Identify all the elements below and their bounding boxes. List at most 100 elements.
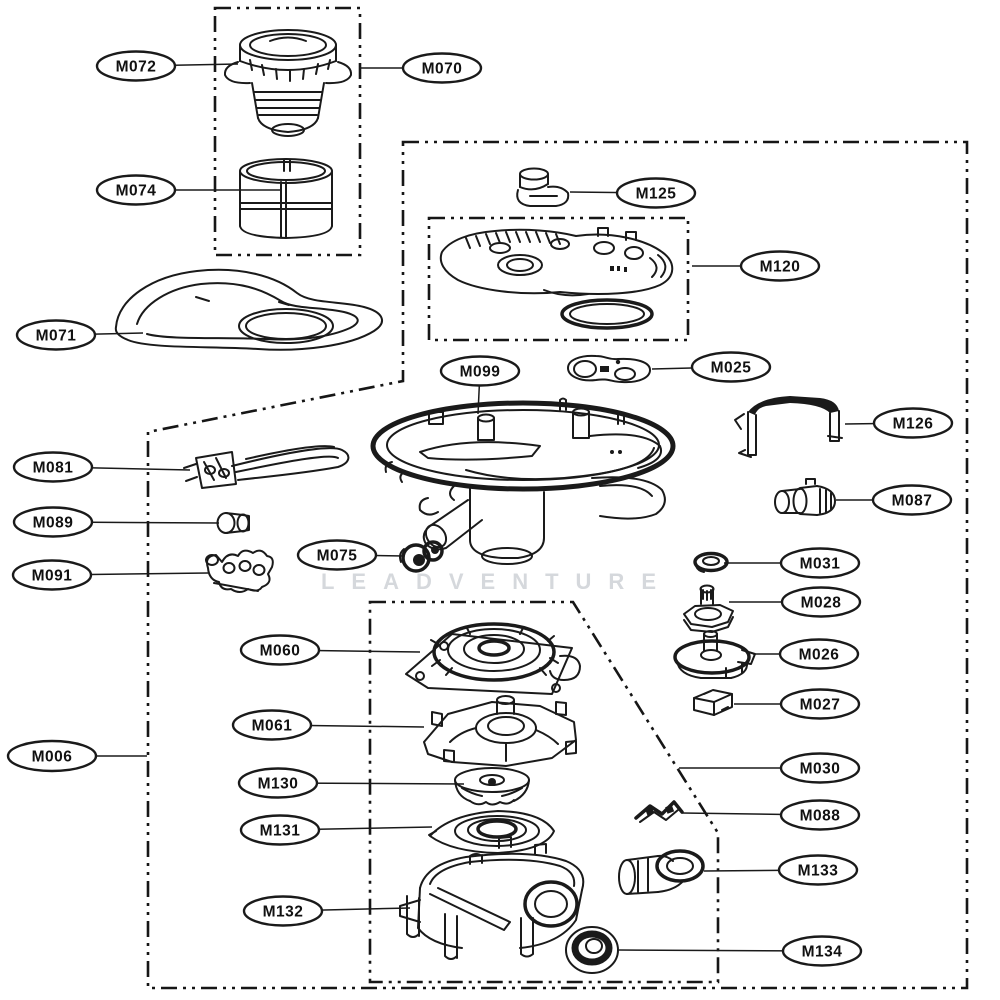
part-label-text-M125: M125 bbox=[636, 186, 677, 203]
part-label-ellipse-M031 bbox=[779, 547, 861, 579]
assembly-boundary-pump-group bbox=[368, 600, 720, 984]
part-drawing-sump-assembly-m099 bbox=[370, 397, 676, 565]
part-callout-M134: M134 bbox=[618, 935, 863, 967]
part-callout-M070: M070 bbox=[360, 52, 483, 84]
part-label-ellipse-M131 bbox=[239, 814, 321, 846]
part-label-text-M061: M061 bbox=[252, 718, 293, 735]
part-label-text-M027: M027 bbox=[800, 697, 841, 714]
part-drawing-seal-plate-m131 bbox=[428, 810, 555, 854]
part-drawing-elbow-m133 bbox=[618, 849, 705, 895]
part-label-text-M026: M026 bbox=[799, 647, 840, 664]
part-callout-M091: M091 bbox=[11, 559, 209, 591]
part-label-ellipse-M133 bbox=[777, 854, 859, 886]
part-label-text-M133: M133 bbox=[798, 863, 839, 880]
part-drawing-manifold-m091 bbox=[205, 549, 274, 593]
part-label-text-M126: M126 bbox=[893, 416, 934, 433]
part-callout-M072: M072 bbox=[95, 50, 239, 82]
part-label-ellipse-M006 bbox=[6, 739, 98, 773]
part-label-ellipse-M089 bbox=[12, 506, 94, 538]
part-label-text-M028: M028 bbox=[801, 595, 842, 612]
part-label-ellipse-M061 bbox=[231, 709, 313, 741]
part-label-text-M087: M087 bbox=[892, 493, 933, 510]
part-label-ellipse-M088 bbox=[779, 799, 861, 831]
part-callout-M030: M030 bbox=[679, 752, 861, 784]
part-callout-M132: M132 bbox=[242, 895, 411, 927]
part-drawing-wash-motor-m060 bbox=[405, 622, 581, 695]
part-label-text-M091: M091 bbox=[32, 568, 73, 585]
part-label-ellipse-M091 bbox=[11, 559, 93, 591]
part-label-ellipse-M027 bbox=[779, 688, 861, 720]
part-label-ellipse-M125 bbox=[615, 177, 697, 209]
part-drawing-volute-m132 bbox=[399, 836, 585, 960]
part-drawing-sump-cover-m120 bbox=[439, 227, 674, 330]
part-label-text-M071: M071 bbox=[36, 328, 77, 345]
part-drawing-washer-m031 bbox=[693, 551, 729, 573]
part-label-text-M025: M025 bbox=[711, 360, 752, 377]
part-drawing-cup-filter-m074 bbox=[239, 158, 333, 239]
part-drawing-small-motor-m075 bbox=[399, 540, 444, 573]
part-drawing-impeller-m130 bbox=[454, 767, 530, 806]
part-label-ellipse-M025 bbox=[690, 351, 772, 383]
part-drawing-cube-m027 bbox=[693, 689, 733, 716]
part-callout-M028: M028 bbox=[729, 586, 862, 618]
part-label-text-M132: M132 bbox=[263, 904, 304, 921]
part-callout-M074: M074 bbox=[95, 174, 282, 206]
part-label-ellipse-M071 bbox=[15, 319, 97, 351]
part-callout-M120: M120 bbox=[692, 250, 821, 282]
part-label-text-M030: M030 bbox=[800, 761, 841, 778]
part-callout-M133: M133 bbox=[703, 854, 859, 886]
part-label-ellipse-M087 bbox=[871, 484, 953, 516]
part-drawing-pump-housing-m061 bbox=[423, 695, 577, 767]
part-label-text-M074: M074 bbox=[116, 183, 157, 200]
part-callout-M081: M081 bbox=[12, 451, 191, 483]
part-label-text-M099: M099 bbox=[460, 364, 501, 381]
part-callout-M060: M060 bbox=[239, 634, 421, 666]
part-drawing-drip-guide-m071 bbox=[114, 268, 383, 351]
part-drawing-seal-m134 bbox=[565, 926, 619, 974]
part-label-text-M070: M070 bbox=[422, 61, 463, 78]
part-label-ellipse-M074 bbox=[95, 174, 177, 206]
part-label-ellipse-M130 bbox=[237, 767, 319, 799]
part-callout-M027: M027 bbox=[734, 688, 861, 720]
part-drawing-disc-m026 bbox=[673, 630, 756, 679]
part-label-ellipse-M028 bbox=[780, 586, 862, 618]
part-callout-M089: M089 bbox=[12, 506, 220, 538]
assembly-boundary-sump-group bbox=[146, 140, 969, 990]
part-drawing-clamp-m088 bbox=[634, 800, 684, 823]
part-label-text-M081: M081 bbox=[33, 460, 74, 477]
part-label-text-M131: M131 bbox=[260, 823, 301, 840]
part-drawing-cap-m125 bbox=[516, 167, 570, 207]
part-label-ellipse-M060 bbox=[239, 634, 321, 666]
watermark: LEADVENTURE bbox=[321, 569, 673, 594]
part-callout-M061: M061 bbox=[231, 709, 425, 741]
part-label-text-M031: M031 bbox=[800, 556, 841, 573]
part-callout-M126: M126 bbox=[844, 407, 954, 439]
part-label-text-M130: M130 bbox=[258, 776, 299, 793]
part-label-ellipse-M099 bbox=[439, 355, 521, 387]
assembly-boundary-filter-group bbox=[213, 6, 362, 257]
part-label-ellipse-M134 bbox=[781, 935, 863, 967]
part-drawing-heater-m081 bbox=[183, 445, 350, 489]
part-drawing-gasket-m025 bbox=[567, 354, 651, 384]
part-callout-M130: M130 bbox=[237, 767, 465, 799]
part-drawing-bracket-m126 bbox=[734, 396, 843, 458]
part-callout-M071: M071 bbox=[15, 319, 144, 351]
part-label-ellipse-M070 bbox=[401, 52, 483, 84]
part-drawing-filter-collar-m072 bbox=[223, 29, 353, 137]
part-callout-M025: M025 bbox=[651, 351, 772, 383]
part-callout-M125: M125 bbox=[569, 177, 697, 209]
part-label-text-M072: M072 bbox=[116, 59, 157, 76]
part-callout-M131: M131 bbox=[239, 814, 433, 846]
part-callout-M031: M031 bbox=[724, 547, 861, 579]
part-label-ellipse-M030 bbox=[779, 752, 861, 784]
part-label-text-M089: M089 bbox=[33, 515, 74, 532]
part-label-ellipse-M120 bbox=[739, 250, 821, 282]
part-label-text-M088: M088 bbox=[800, 808, 841, 825]
part-label-ellipse-M075 bbox=[296, 539, 378, 571]
part-label-ellipse-M026 bbox=[778, 638, 860, 670]
part-label-text-M134: M134 bbox=[802, 944, 843, 961]
part-label-ellipse-M132 bbox=[242, 895, 324, 927]
part-label-text-M006: M006 bbox=[32, 749, 73, 766]
part-callout-M087: M087 bbox=[836, 484, 953, 516]
